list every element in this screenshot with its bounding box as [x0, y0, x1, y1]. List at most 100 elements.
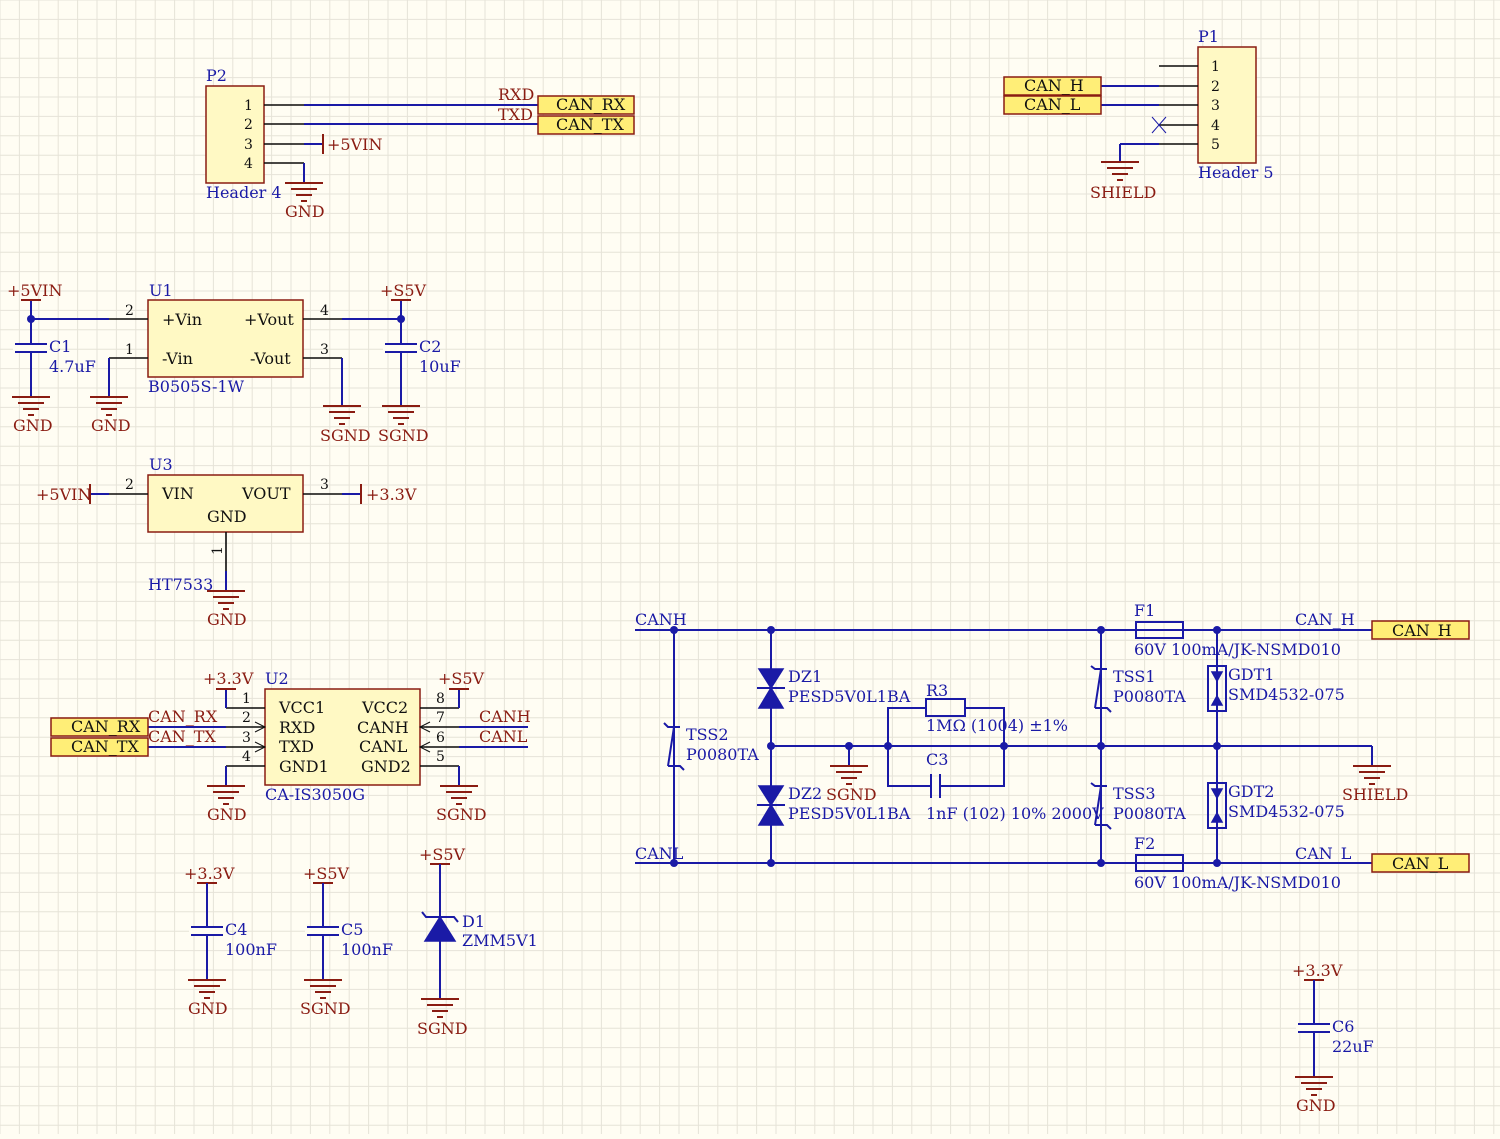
u1-pin-num-1: 1 — [125, 342, 134, 358]
ground-symbol — [285, 182, 323, 202]
shield-ground-symbol — [1353, 765, 1391, 785]
gdt1-value: SMD4532-075 — [1228, 685, 1345, 704]
c6-net-top: +3.3V — [1292, 961, 1343, 980]
decoupling-c4[interactable]: +3.3V C4 100nF GND — [184, 864, 277, 1018]
port-can-h-label: CAN_H — [1024, 76, 1084, 95]
bulk-capacitor-c6[interactable]: +3.3V C6 22uF GND — [1292, 961, 1374, 1115]
c2-value: 10uF — [419, 357, 461, 376]
port-can-tx-label: CAN_TX — [556, 115, 624, 134]
c5-net-top: +S5V — [303, 864, 350, 883]
connector-p1[interactable]: P1 1 2 3 4 5 Header 5 CAN_H CAN_L SHIELD — [1003, 27, 1274, 202]
u1-net-s5v: +S5V — [380, 281, 427, 300]
ground-symbol — [12, 396, 50, 416]
no-connect-marker — [1151, 116, 1167, 134]
capacitor-c1[interactable] — [13, 343, 49, 353]
can-transceiver-u2[interactable]: U2 VCC1 RXD TXD GND1 VCC2 CANH CANL GND2… — [50, 669, 531, 824]
dz1-value: PESD5V0L1BA — [788, 687, 911, 706]
c1-value: 4.7uF — [49, 357, 96, 376]
u1-pin-vin-neg: -Vin — [162, 349, 193, 368]
u2-body — [264, 688, 421, 786]
u2-port-can-tx[interactable] — [50, 737, 149, 757]
u2-pin-num-1: 1 — [242, 691, 251, 707]
capacitor-c2[interactable] — [383, 343, 419, 353]
p1-pin-4: 4 — [1211, 118, 1220, 134]
ground-symbol — [440, 785, 478, 805]
u2-pin-num-6: 6 — [436, 730, 445, 746]
u2-net-sgnd: SGND — [436, 805, 487, 824]
u2-pin-num-2: 2 — [242, 710, 251, 726]
u2-pin-num-7: 7 — [436, 710, 445, 726]
u2-pin-txd: TXD — [279, 737, 314, 756]
capacitor-c6[interactable] — [1296, 1023, 1332, 1033]
u3-pin-num-2: 2 — [125, 477, 134, 493]
u2-port-can-rx[interactable] — [50, 717, 149, 737]
connector-p2[interactable]: P2 1 2 3 4 Header 4 RXD TXD CAN_RX CAN_T… — [205, 66, 635, 221]
p2-gnd-label: GND — [285, 202, 325, 221]
u3-pin-vout: VOUT — [241, 484, 291, 503]
u2-net-canh: CANH — [479, 707, 531, 726]
u1-pin-num-3: 3 — [320, 342, 329, 358]
p2-value: Header 4 — [206, 183, 282, 202]
port-can-tx[interactable] — [537, 115, 635, 135]
p1-body — [1197, 46, 1257, 164]
u3-pin-num-1: 1 — [210, 546, 226, 555]
port-can-h[interactable] — [1003, 76, 1102, 96]
tss2-designator: TSS2 — [686, 725, 729, 744]
capacitor-c5[interactable] — [305, 926, 341, 936]
u2-pin-gnd2: GND2 — [361, 757, 411, 776]
can-protection-network[interactable]: CANH CANL TSS2 P0080TA DZ1 PESD5V0L1BA D… — [635, 601, 1470, 892]
u2-port-can-tx-label: CAN_TX — [71, 737, 139, 756]
c6-net-bot: GND — [1296, 1096, 1336, 1115]
p2-body — [205, 85, 265, 184]
c6-designator: C6 — [1332, 1017, 1354, 1036]
dz2-designator: DZ2 — [788, 784, 822, 803]
c3-designator: C3 — [926, 750, 948, 769]
u2-pin-vcc1: VCC1 — [278, 698, 325, 717]
u3-value: HT7533 — [148, 575, 213, 594]
c4-value: 100nF — [225, 940, 277, 959]
ground-symbol — [382, 405, 420, 425]
c3-value: 1nF (102) 10% 2000V — [926, 804, 1104, 823]
c5-value: 100nF — [341, 940, 393, 959]
isolated-dcdc-u1[interactable]: U1 +Vin -Vin +Vout -Vout 2 1 4 3 B0505S-… — [7, 281, 461, 445]
u2-pin-num-4: 4 — [242, 749, 251, 765]
ldo-regulator-u3[interactable]: U3 VIN VOUT GND 2 3 1 HT7533 +5VIN +3.3V… — [36, 455, 417, 629]
prot-port-can-l[interactable] — [1371, 853, 1470, 873]
u2-pin-rxd: RXD — [279, 718, 315, 737]
d1-designator: D1 — [462, 912, 485, 931]
u3-net-out: +3.3V — [366, 485, 417, 504]
c5-net-bot: SGND — [300, 999, 351, 1018]
u3-net-gnd: GND — [207, 610, 247, 629]
p1-pin-5: 5 — [1211, 137, 1220, 153]
port-can-l[interactable] — [1003, 95, 1102, 115]
f2-designator: F2 — [1134, 834, 1155, 853]
r3-designator: R3 — [926, 681, 948, 700]
capacitor-c4[interactable] — [189, 926, 225, 936]
ground-symbol — [830, 765, 868, 785]
c4-net-top: +3.3V — [184, 864, 235, 883]
p2-designator: P2 — [206, 66, 227, 85]
tss1-designator: TSS1 — [1113, 667, 1156, 686]
decoupling-c5[interactable]: +S5V C5 100nF SGND — [300, 864, 393, 1018]
u1-pin-num-4: 4 — [320, 303, 329, 319]
port-can-rx[interactable] — [537, 95, 635, 115]
p2-pwr-label: +5VIN — [327, 135, 382, 154]
p2-pin-1: 1 — [244, 98, 253, 114]
p2-pin-3: 3 — [244, 137, 253, 153]
zener-d1[interactable]: +S5V D1 ZMM5V1 SGND — [417, 845, 538, 1038]
port-can-l-label: CAN_L — [1024, 95, 1081, 114]
dz1-designator: DZ1 — [788, 667, 822, 686]
ground-symbol — [304, 979, 342, 999]
d1-net-top: +S5V — [419, 845, 466, 864]
prot-port-can-l-label: CAN_L — [1392, 854, 1449, 873]
u2-pin-num-8: 8 — [436, 691, 445, 707]
u1-pin-vout-neg: -Vout — [250, 349, 291, 368]
prot-port-can-h[interactable] — [1371, 620, 1470, 640]
u2-net-gnd: GND — [207, 805, 247, 824]
d1-net-bot: SGND — [417, 1019, 468, 1038]
p1-designator: P1 — [1198, 27, 1219, 46]
tss1-value: P0080TA — [1113, 687, 1186, 706]
gdt2-value: SMD4532-075 — [1228, 802, 1345, 821]
